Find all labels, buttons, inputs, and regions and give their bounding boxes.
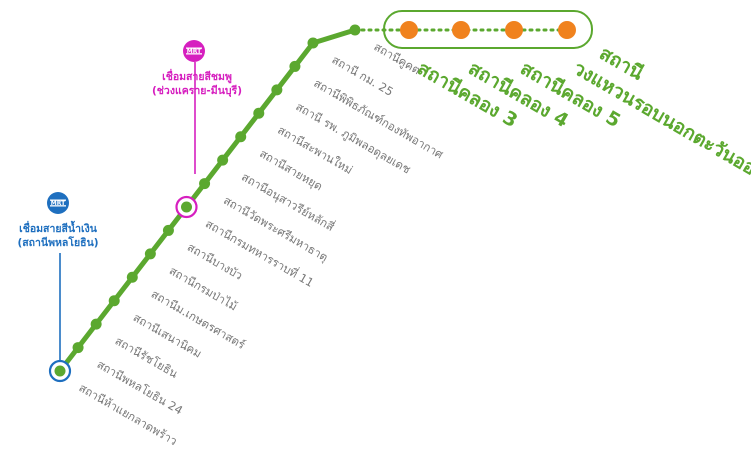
station-dot (253, 107, 265, 119)
station-label: สถานีห้าแยกลาดพร้าว (77, 380, 180, 448)
blue-interchange-label: เชื่อมสายสีน้ำเงิน (19, 220, 98, 235)
station-dot (217, 154, 229, 166)
station-dot (271, 84, 283, 96)
pink-interchange-sublabel: (ช่วงแคราย-มีนบุรี) (152, 84, 242, 98)
mrt-logo-text: MRT (187, 48, 202, 55)
station-dot (72, 342, 84, 354)
station-dot (126, 271, 138, 283)
station-dot (90, 318, 102, 330)
mrt-logo-text: MRT (51, 200, 66, 207)
future-station-dot (400, 21, 418, 39)
future-station-dot (558, 21, 576, 39)
station-label: สถานีคูคต (372, 39, 423, 77)
pink-interchange-label: เชื่อมสายสีชมพู (162, 68, 232, 84)
future-stations-group (400, 21, 576, 39)
station-dot (235, 131, 247, 143)
station-dot (108, 295, 120, 307)
station-dot (144, 248, 156, 260)
station-dot (289, 60, 301, 72)
station-dot (181, 201, 192, 213)
station-dot (199, 178, 211, 190)
future-stations-box (383, 10, 593, 49)
blue-line-interchange: MRT เชื่อมสายสีน้ำเงิน (สถานีพหลโยธิน) (17, 192, 99, 249)
station-dot (54, 365, 66, 377)
station-label: สถานีอนุสาวรีย์หลักสี่ (239, 169, 337, 234)
future-station-dot (505, 21, 523, 39)
station-dot (349, 24, 361, 36)
stations-group (48, 24, 361, 383)
blue-interchange-sublabel: (สถานีพหลโยธิน) (17, 236, 98, 249)
station-dot (307, 37, 319, 49)
mrt-logo-icon (47, 192, 69, 214)
pink-line-interchange: MRT เชื่อมสายสีชมพู (ช่วงแคราย-มีนบุรี) (152, 40, 242, 98)
mrt-logo-icon (183, 40, 205, 62)
station-dot (162, 224, 174, 236)
future-station-dot (452, 21, 470, 39)
